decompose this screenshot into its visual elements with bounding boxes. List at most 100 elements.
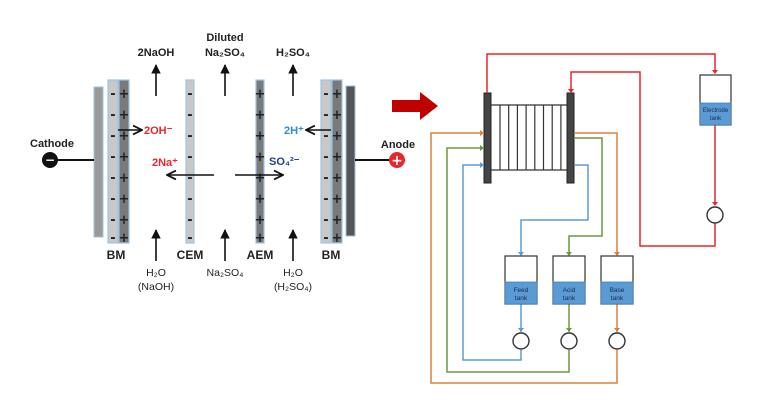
negative-charge-sign: - <box>110 150 115 165</box>
acid-tank-label-line2: tank <box>563 295 576 302</box>
negative-charge-sign: - <box>110 129 115 144</box>
negative-charge-sign: - <box>323 192 328 207</box>
negative-charge-sign: - <box>187 150 192 165</box>
negative-charge-sign: - <box>110 192 115 207</box>
negative-charge-sign: - <box>187 129 192 144</box>
positive-charge-sign: + <box>332 150 343 165</box>
feed-tank: Feed tank <box>504 255 538 305</box>
acid-tank-label-line1: Acid <box>563 287 576 294</box>
electrode-tank-label-line1: Electrode <box>703 108 729 114</box>
positive-charge-sign: + <box>332 87 343 102</box>
positive-charge-sign: + <box>332 231 343 246</box>
electrode-pump-icon <box>706 206 724 224</box>
input-water-h2so4-line1: H₂O <box>283 267 303 279</box>
positive-charge-sign: + <box>255 129 266 144</box>
sulfate-ion-label: SO₄²⁻ <box>269 156 300 168</box>
positive-charge-sign: + <box>332 108 343 123</box>
positive-charge-sign: + <box>119 87 130 102</box>
base-pump-icon <box>608 332 626 350</box>
positive-charge-sign: + <box>119 108 130 123</box>
input-water-naoh-line2: (NaOH) <box>138 281 174 293</box>
base-tank: Base tank <box>600 255 634 305</box>
anode-terminal <box>389 152 405 168</box>
cathode-label: Cathode <box>30 138 74 150</box>
acid-loop <box>446 137 603 373</box>
positive-charge-sign: + <box>255 171 266 186</box>
feed-loop <box>462 164 589 361</box>
acid-pump-icon <box>560 332 578 350</box>
negative-charge-sign: - <box>110 108 115 123</box>
membrane-label-cem: CEM <box>177 248 204 262</box>
anode-plate <box>345 85 356 237</box>
input-water-naoh-line1: H₂O <box>146 267 166 279</box>
membrane-label-bm-right: BM <box>322 248 341 262</box>
positive-charge-sign: + <box>255 150 266 165</box>
anode-sign: + <box>391 153 403 169</box>
membrane-label-aem: AEM <box>247 248 274 262</box>
electrode-tank: Electrode tank <box>699 74 732 126</box>
negative-charge-sign: - <box>323 129 328 144</box>
feed-tank-label-line2: tank <box>515 295 528 302</box>
base-loop <box>430 132 618 384</box>
positive-charge-sign: + <box>255 213 266 228</box>
negative-charge-sign: - <box>187 231 192 246</box>
negative-charge-sign: - <box>110 213 115 228</box>
bipolar-membrane-left: --------++++++++ <box>107 79 130 246</box>
positive-charge-sign: + <box>255 231 266 246</box>
negative-charge-sign: - <box>323 213 328 228</box>
positive-charge-sign: + <box>255 192 266 207</box>
process-flow-diagram: Electrode tank <box>430 53 732 384</box>
cathode-plate <box>93 86 104 238</box>
positive-charge-sign: + <box>119 231 130 246</box>
input-water-h2so4-line2: (H₂SO₄) <box>274 281 312 293</box>
electrode-loop <box>486 53 716 247</box>
positive-charge-sign: + <box>332 192 343 207</box>
positive-charge-sign: + <box>255 108 266 123</box>
negative-charge-sign: - <box>187 213 192 228</box>
acid-tank: Acid tank <box>552 255 586 305</box>
ed-stack <box>483 92 575 184</box>
negative-charge-sign: - <box>187 87 192 102</box>
negative-charge-sign: - <box>110 171 115 186</box>
positive-charge-sign: + <box>332 129 343 144</box>
input-feed-line1: Na₂SO₄ <box>207 267 244 279</box>
output-diluted-label-line1: Diluted <box>206 32 243 44</box>
negative-charge-sign: - <box>323 87 328 102</box>
electrodialysis-cell: − Cathode --------++++++++ -------- ++++… <box>30 32 415 293</box>
negative-charge-sign: - <box>110 231 115 246</box>
negative-charge-sign: - <box>323 231 328 246</box>
membrane-label-bm-left: BM <box>107 248 126 262</box>
negative-charge-sign: - <box>323 150 328 165</box>
positive-charge-sign: + <box>119 171 130 186</box>
anion-exchange-membrane: + + + + + + + + <box>255 79 266 246</box>
negative-charge-sign: - <box>323 108 328 123</box>
cathode-sign: − <box>45 153 55 167</box>
positive-charge-sign: + <box>119 192 130 207</box>
cathode-terminal <box>42 152 58 168</box>
hydroxide-ion-label: 2OH⁻ <box>144 125 173 137</box>
feed-pump-icon <box>512 332 530 350</box>
negative-charge-sign: - <box>110 87 115 102</box>
sodium-ion-label: 2Na⁺ <box>152 157 178 169</box>
output-h2so4-label: H₂SO₄ <box>276 47 310 59</box>
positive-charge-sign: + <box>119 150 130 165</box>
cation-exchange-membrane: - - - - - - - - <box>185 79 195 246</box>
output-diluted-label-line2: Na₂SO₄ <box>205 47 245 59</box>
positive-charge-sign: + <box>119 129 130 144</box>
negative-charge-sign: - <box>187 171 192 186</box>
negative-charge-sign: - <box>187 108 192 123</box>
negative-charge-sign: - <box>323 171 328 186</box>
base-tank-label-line2: tank <box>611 295 624 302</box>
proton-ion-label: 2H⁺ <box>284 125 304 137</box>
positive-charge-sign: + <box>332 171 343 186</box>
big-arrow-icon <box>392 92 438 120</box>
anode-label: Anode <box>381 139 415 151</box>
positive-charge-sign: + <box>119 213 130 228</box>
positive-charge-sign: + <box>332 213 343 228</box>
feed-tank-label-line1: Feed <box>514 287 529 294</box>
base-tank-label-line1: Base <box>610 287 625 294</box>
positive-charge-sign: + <box>255 87 266 102</box>
electrode-tank-label-line2: tank <box>710 116 722 122</box>
negative-charge-sign: - <box>187 192 192 207</box>
